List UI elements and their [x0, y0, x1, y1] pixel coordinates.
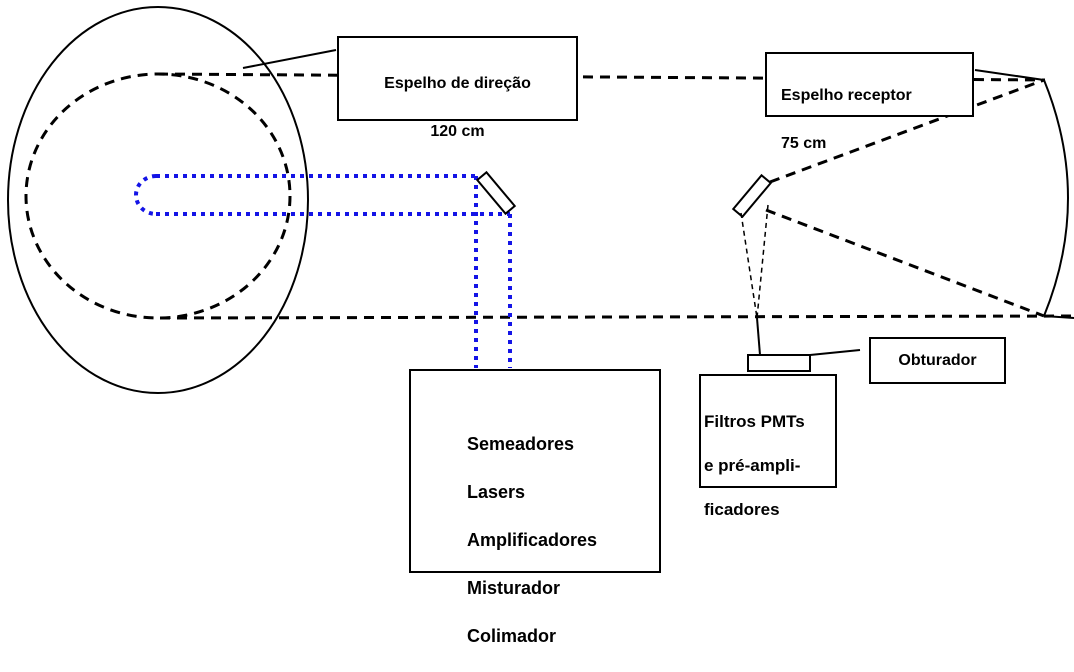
detector-box: [699, 374, 837, 488]
receiver-mirror-size: 75 cm: [781, 135, 827, 152]
laser-box-line-1: Semeadores: [467, 434, 575, 454]
laser-box-line-2: Lasers: [467, 482, 526, 502]
lidar-diagram: Espelho de direção 120 cm Espelho recept…: [7, 6, 1074, 646]
laser-box-line-3: Amplificadores: [467, 530, 598, 550]
receiver-cone-lower: [765, 208, 1045, 318]
laser-box-line-4: Misturador: [467, 578, 561, 598]
detector-box-line-2: e pré-ampli-: [704, 456, 801, 475]
receiver-cone-upper: [769, 78, 1045, 184]
steering-mirror-outer-ellipse: [7, 6, 309, 394]
receiver-mirror-name: Espelho receptor: [781, 87, 912, 104]
diagram-canvas: [7, 6, 1074, 573]
steering-mirror-name: Espelho de direção: [384, 75, 531, 92]
detector-box-line-1: Filtros PMTs: [704, 412, 805, 431]
laser-turning-mirror: [475, 170, 517, 216]
steering-mirror-label-box: [337, 36, 578, 121]
receiver-mirror-label-box: [765, 52, 974, 117]
detector-input-line: [756, 317, 761, 356]
steering-mirror-leader-line: [242, 49, 337, 69]
receiver-mirror-label: Espelho receptor 75 cm: [781, 60, 971, 180]
laser-box-label: Semeadores Lasers Amplificadores Mistura…: [467, 408, 657, 672]
shutter-leader-line: [809, 349, 861, 356]
focus-beam-right: [756, 204, 769, 319]
receiver-mirror-leader-line: [974, 69, 1045, 81]
receiver-turning-mirror: [731, 173, 773, 219]
receiver-mirror-arc: [1043, 79, 1069, 317]
steering-mirror-inner-dashed-ellipse: [24, 72, 292, 320]
shutter-label: Obturador: [898, 352, 977, 369]
focus-beam-left: [740, 212, 758, 319]
shutter-label-box: [869, 337, 1006, 384]
laser-box: [409, 369, 661, 573]
laser-box-line-5: Colimador: [467, 626, 557, 646]
steering-mirror-size: 120 cm: [430, 123, 485, 140]
detector-box-line-3: ficadores: [704, 500, 780, 519]
detector-box-label: Filtros PMTs e pré-ampli- ficadores: [704, 389, 836, 543]
laser-beam-loop: [134, 174, 157, 216]
shutter-box: [747, 354, 811, 372]
bottom-dashed-beam-line: [159, 314, 1074, 320]
receiver-mirror-right-tick: [1043, 315, 1074, 319]
steering-mirror-label: Espelho de direção 120 cm: [338, 48, 577, 168]
